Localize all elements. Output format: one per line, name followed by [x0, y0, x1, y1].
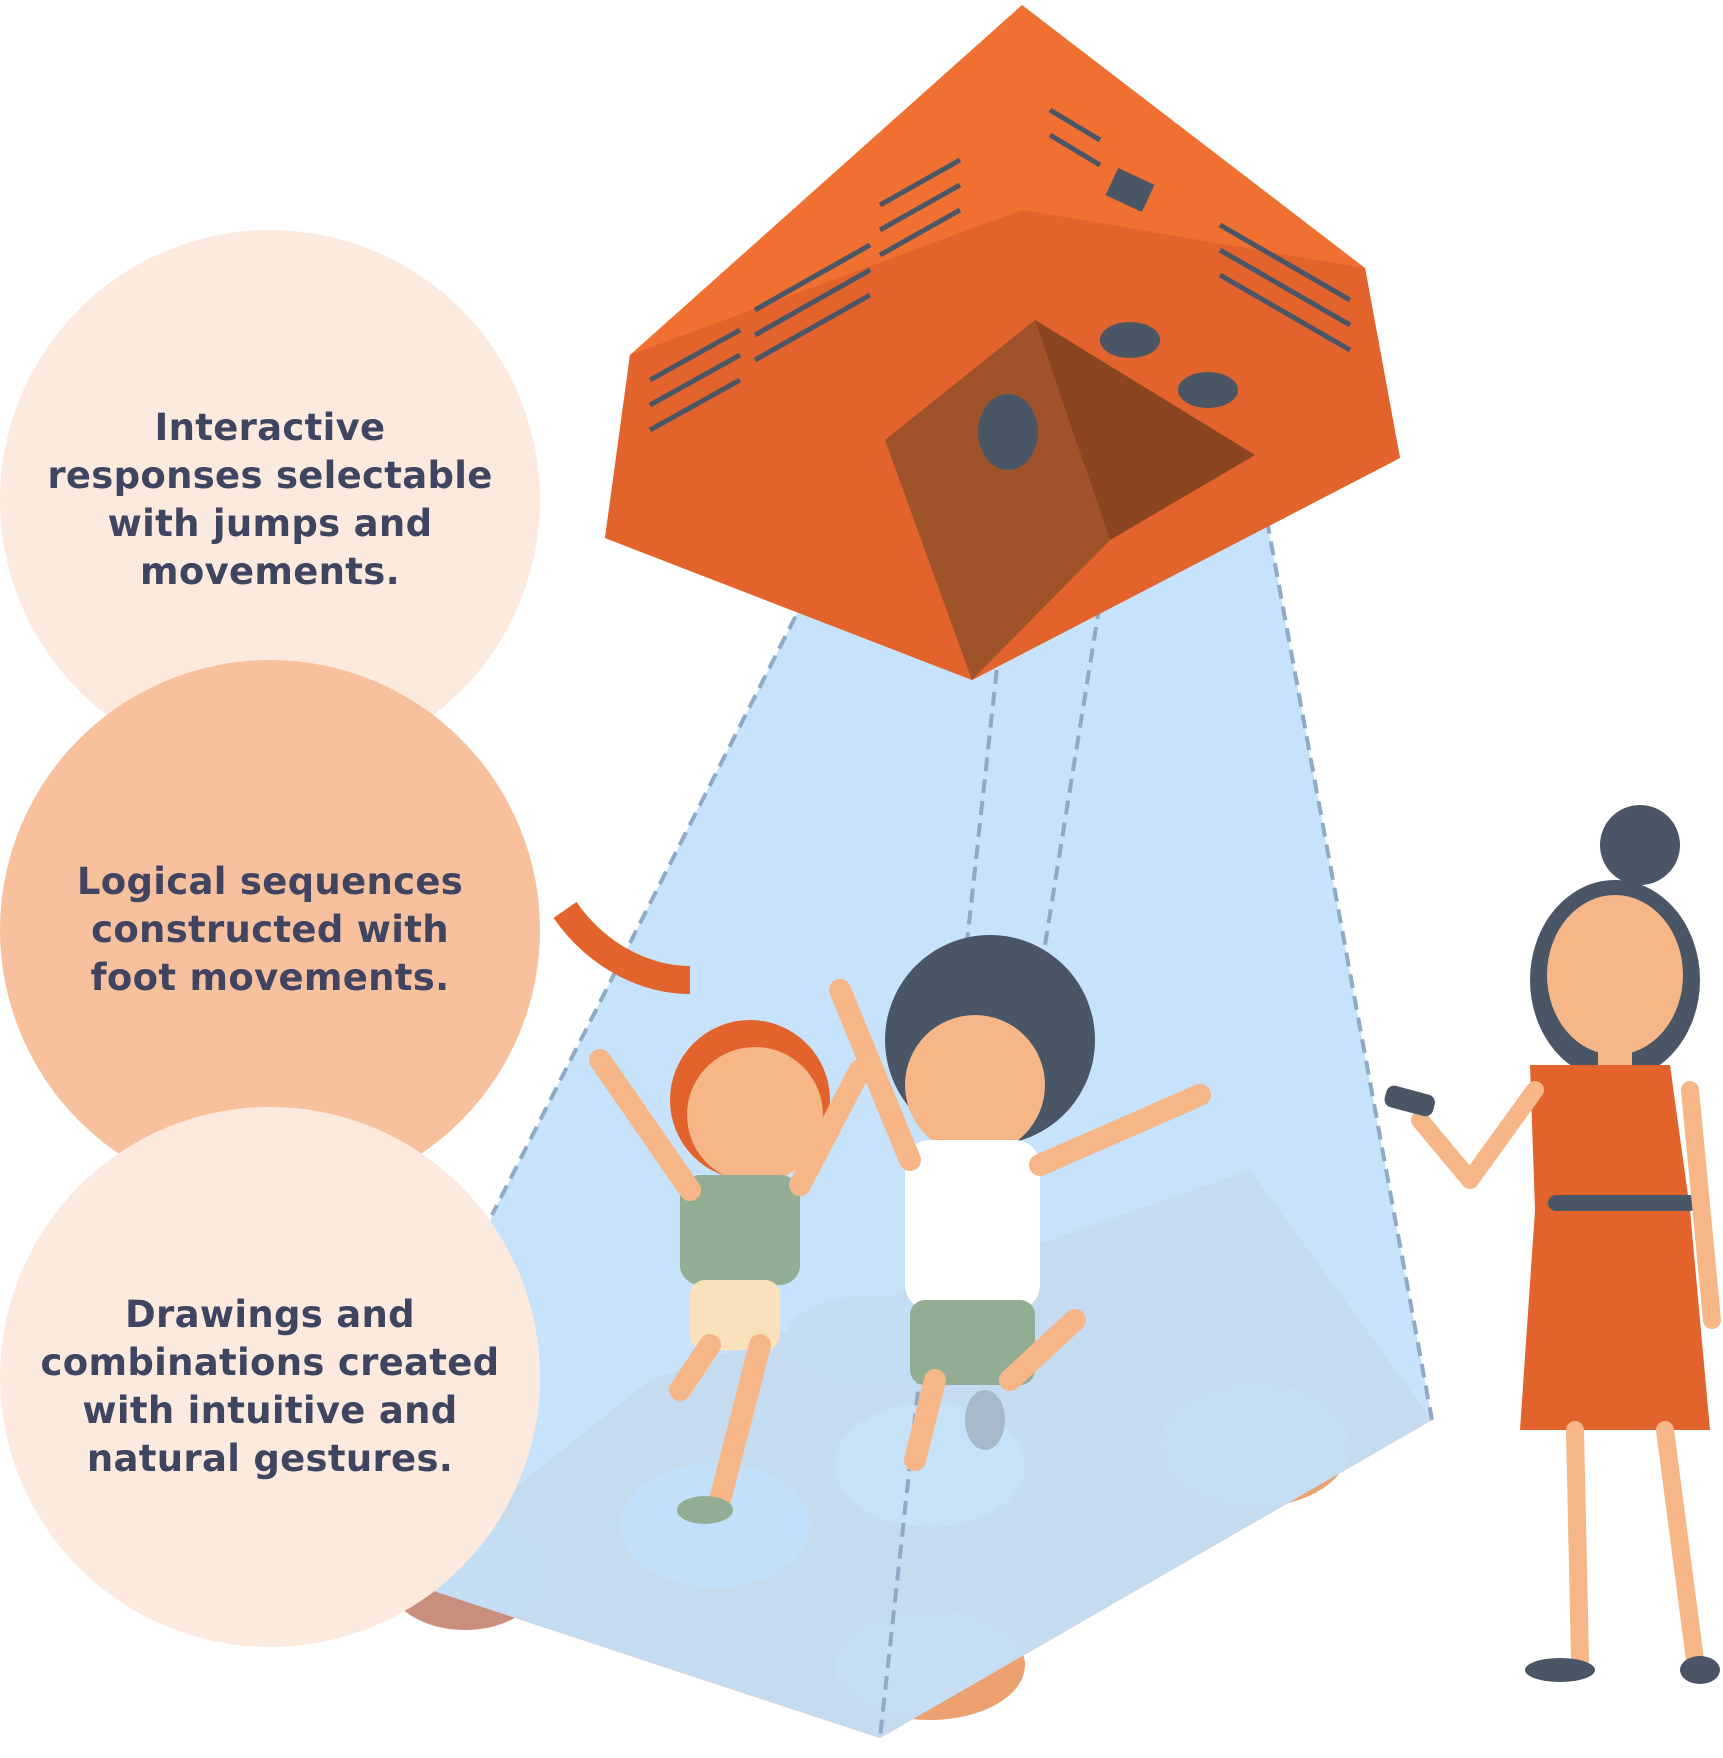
feature-bubble-gestures: Drawings and combinations created with i… [0, 1107, 540, 1647]
feature-text: Logical sequences constructed with foot … [76, 860, 464, 999]
boy-character [829, 935, 1211, 1471]
sensor-icon [1178, 372, 1238, 408]
projector-lens-icon [978, 394, 1038, 470]
feature-text: Drawings and combinations created with i… [40, 1293, 500, 1480]
girl-character [553, 901, 871, 1524]
projector-device [605, 5, 1400, 680]
remote-control-icon [1384, 1085, 1435, 1117]
teacher-character [1384, 805, 1721, 1684]
feature-text: Interactive responses selectable with ju… [47, 406, 493, 593]
sensor-icon [1100, 322, 1160, 358]
